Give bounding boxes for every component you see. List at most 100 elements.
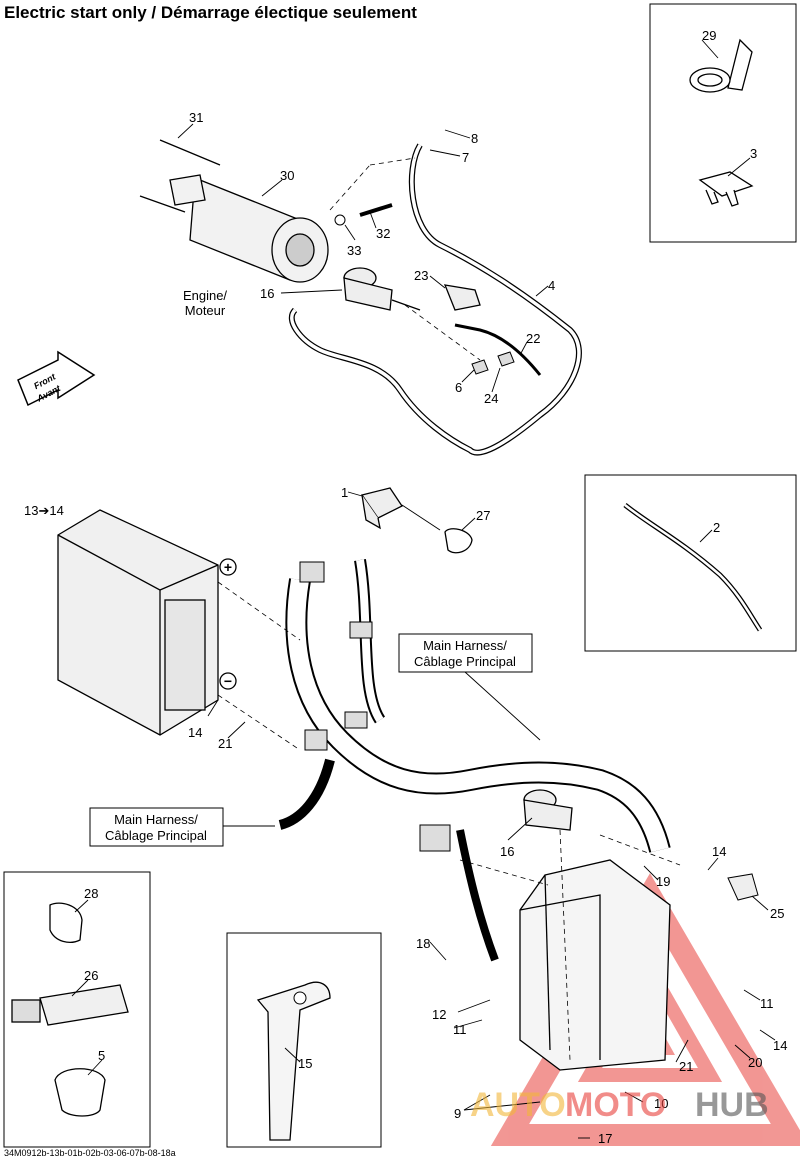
solenoid-part-top — [343, 267, 421, 311]
watermark-part3: HUB — [695, 1086, 769, 1124]
callout-15: 15 — [298, 1056, 312, 1071]
harness-label-top-line2: Câblage Principal — [414, 654, 516, 669]
callout-28: 28 — [84, 886, 98, 901]
harness-connector-5 — [419, 824, 451, 852]
ground-cable — [624, 504, 762, 631]
main-harness — [287, 578, 669, 853]
relay-part — [360, 487, 403, 530]
callout-25: 25 — [770, 906, 784, 921]
starter-motor-part — [139, 139, 329, 283]
negative-sign: − — [224, 673, 232, 689]
positive-sign: + — [224, 559, 232, 575]
short-cable-part — [454, 323, 542, 376]
nut-24 — [497, 351, 515, 367]
callout-7: 7 — [462, 150, 469, 165]
diagram-title: Electric start only / Démarrage électiqu… — [4, 3, 417, 22]
washer-33 — [334, 214, 346, 226]
harness-down-branch — [456, 829, 499, 962]
inset-box-bottom-left — [3, 871, 151, 1148]
grease-tube-26 — [11, 984, 129, 1026]
callout-26: 26 — [84, 968, 98, 983]
callout-29: 29 — [702, 28, 716, 43]
callout-9: 9 — [454, 1106, 461, 1121]
starter-cable — [290, 144, 581, 455]
harness-connector-3 — [344, 711, 368, 729]
nut-6 — [471, 359, 489, 375]
callout-11-left: 11 — [453, 1022, 467, 1037]
part-number: 34M0912b-13b-01b-02b-03-06-07b-08-18a — [4, 1148, 176, 1158]
battery-range-callout: 13➔14 — [24, 503, 64, 518]
callout-23: 23 — [414, 268, 428, 283]
harness-connector-2 — [349, 621, 373, 639]
callout-14-lower: 14 — [773, 1038, 787, 1053]
starter-cable-outline — [288, 143, 582, 456]
clip-5 — [54, 1068, 106, 1117]
callout-8: 8 — [471, 131, 478, 146]
cable-clamp-part — [689, 38, 753, 93]
callout-33: 33 — [347, 243, 361, 258]
inset-box-bracket — [226, 932, 382, 1148]
callout-5: 5 — [98, 1048, 105, 1063]
watermark-part1: AUTO — [470, 1086, 566, 1124]
terminal-boot-25 — [727, 873, 759, 901]
mounting-bracket-15 — [256, 981, 331, 1141]
callout-16-bottom: 16 — [500, 844, 514, 859]
callout-31: 31 — [189, 110, 203, 125]
harness-label-top-leader — [464, 671, 541, 741]
moteur-label: Moteur — [185, 303, 226, 318]
harness-branch — [356, 559, 384, 723]
callout-21-bracket: 21 — [679, 1059, 693, 1074]
watermark-text: AUTO MOTO HUB — [470, 1086, 769, 1124]
clip-27 — [444, 528, 473, 554]
solenoid-part-bottom — [523, 789, 573, 831]
ground-cable-outline — [623, 503, 763, 632]
callout-21-battery: 21 — [218, 736, 232, 751]
bolt-32 — [359, 203, 393, 217]
callout-32: 32 — [376, 226, 390, 241]
harness-label-box-left — [89, 807, 224, 847]
callout-22: 22 — [526, 331, 540, 346]
callout-20: 20 — [748, 1055, 762, 1070]
callout-3: 3 — [750, 146, 757, 161]
harness-label-left-line2: Câblage Principal — [105, 828, 207, 843]
inset-box-cable — [584, 474, 797, 652]
clip-28 — [49, 902, 83, 943]
callout-14-battery: 14 — [188, 725, 202, 740]
front-arrow-icon — [17, 350, 96, 407]
callout-4: 4 — [548, 278, 555, 293]
callout-12: 12 — [432, 1007, 446, 1022]
alignment-lines — [217, 157, 681, 1061]
terminal-boot-part — [443, 284, 481, 311]
battery-negative-icon — [219, 672, 237, 690]
harness-label-left-line1: Main Harness/ — [114, 812, 198, 827]
callout-14-upper: 14 — [712, 844, 726, 859]
callout-19: 19 — [656, 874, 670, 889]
callout-numbers: 1 2 3 4 5 6 7 8 9 10 11 11 12 14 14 14 1… — [84, 28, 787, 1146]
callout-10: 10 — [654, 1096, 668, 1111]
callout-11-right: 11 — [760, 996, 774, 1011]
fuse-part — [698, 171, 754, 207]
harness-left-branch — [278, 758, 335, 830]
callout-2: 2 — [713, 520, 720, 535]
callout-17: 17 — [598, 1131, 612, 1146]
harness-label-box-top — [398, 633, 533, 673]
harness-connector-1 — [299, 561, 325, 583]
callout-leaders — [71, 39, 776, 1139]
bracket-hole — [293, 991, 307, 1005]
callout-30: 30 — [280, 168, 294, 183]
callout-16-top: 16 — [260, 286, 274, 301]
battery-part — [57, 509, 219, 736]
callout-27: 27 — [476, 508, 490, 523]
callout-24: 24 — [484, 391, 498, 406]
inset-box-top-right — [649, 3, 797, 243]
harness-connector-4 — [304, 729, 328, 751]
callout-1: 1 — [341, 485, 348, 500]
callout-6: 6 — [455, 380, 462, 395]
callout-18: 18 — [416, 936, 430, 951]
harness-label-top-line1: Main Harness/ — [423, 638, 507, 653]
battery-positive-icon — [219, 558, 237, 576]
engine-label: Engine/ — [183, 288, 227, 303]
battery-bracket-part — [519, 859, 671, 1071]
watermark-part2: MOTO — [565, 1086, 666, 1124]
